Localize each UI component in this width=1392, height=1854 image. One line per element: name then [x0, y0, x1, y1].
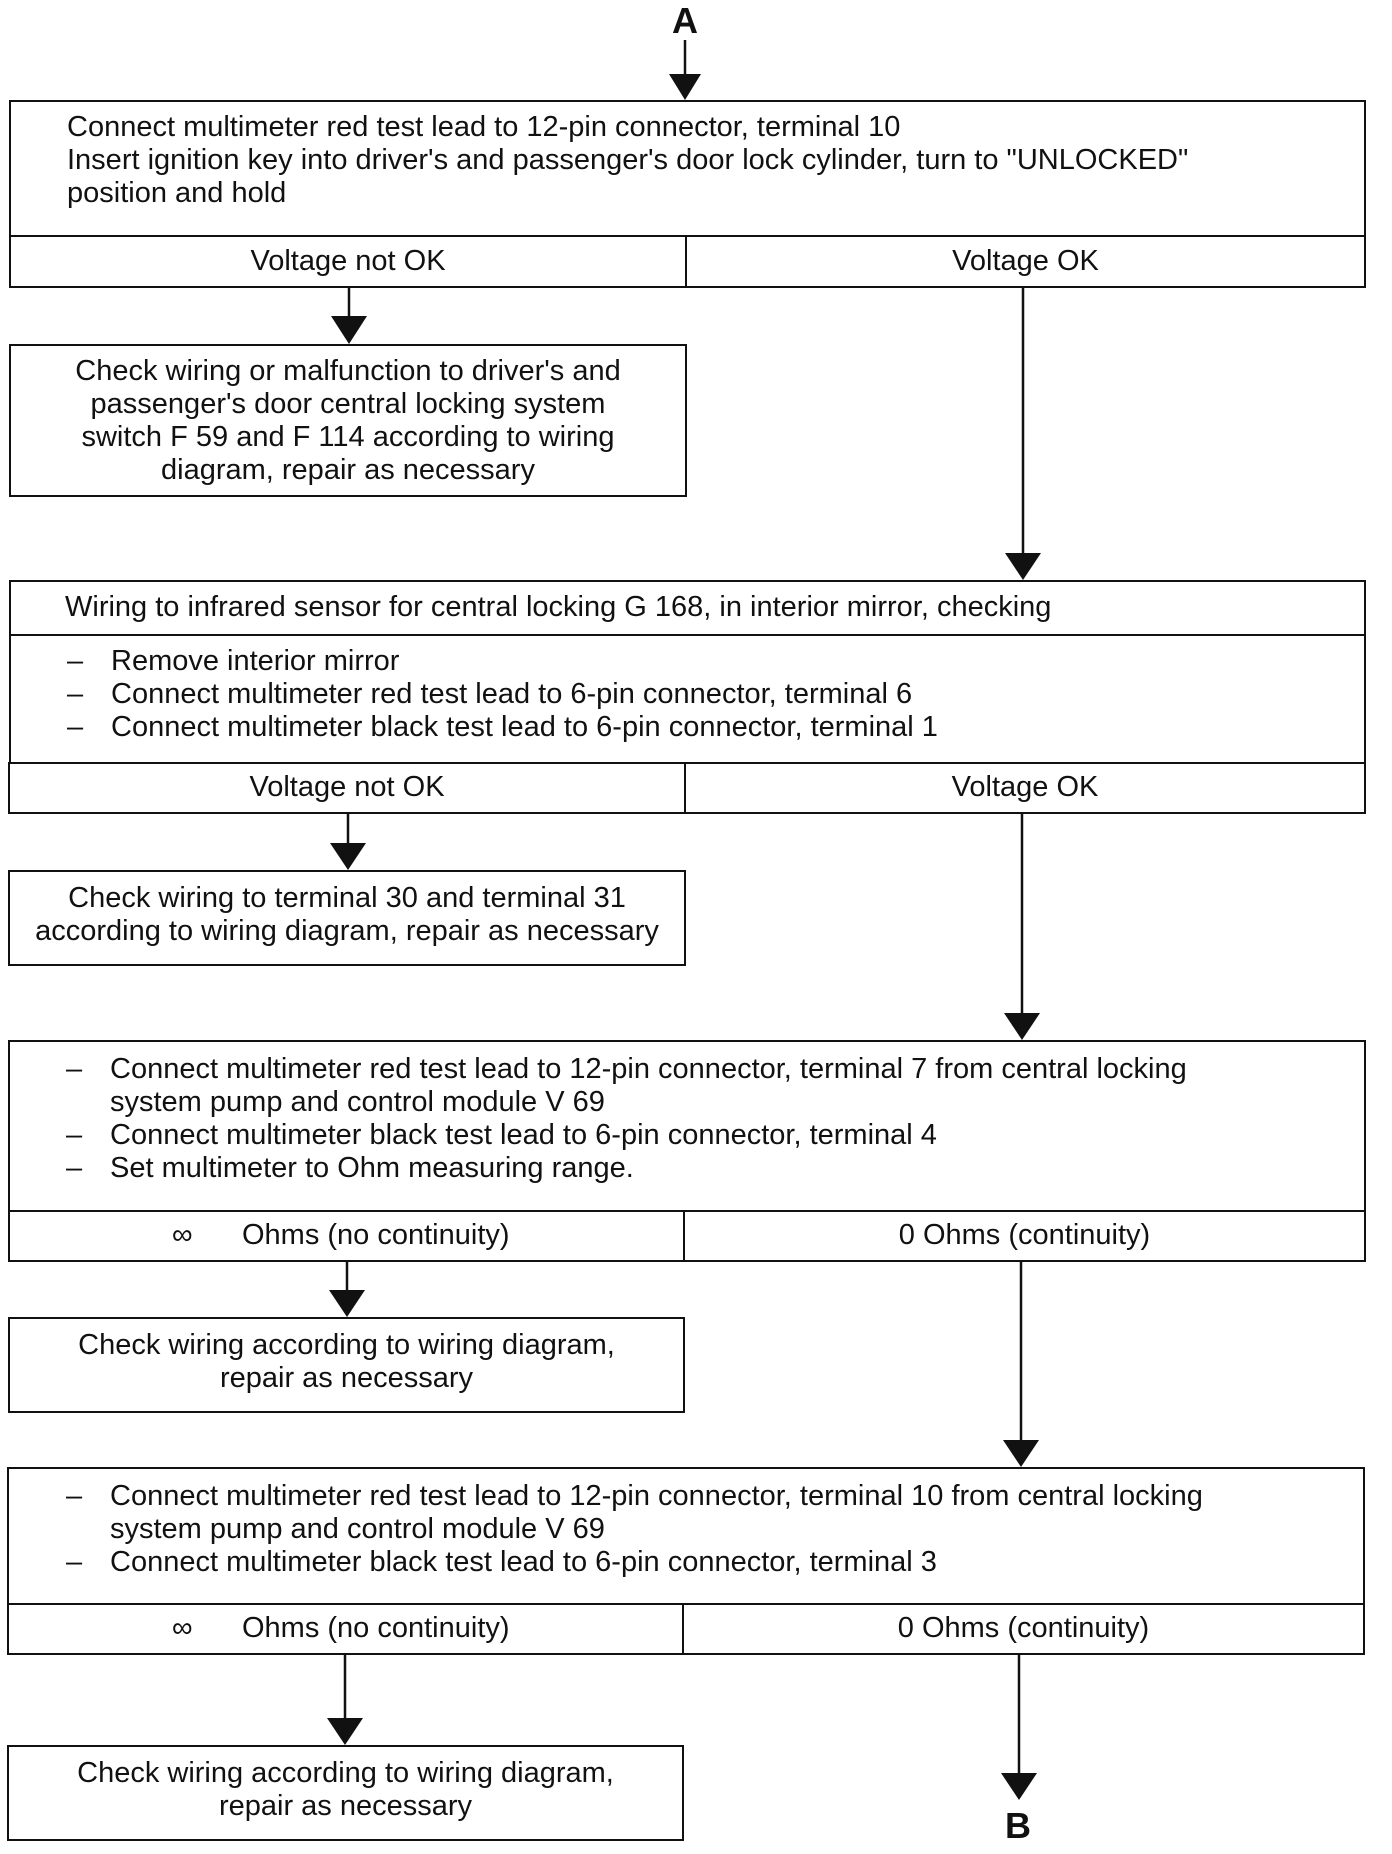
step2-item: –Connect multimeter black test lead to 6…	[67, 711, 938, 744]
dash-bullet: –	[66, 1053, 83, 1085]
step4-result-left: ∞ Ohms (no continuity)	[7, 1603, 684, 1655]
arrowhead-step4-left	[327, 1718, 363, 1745]
step2-result-right: Voltage OK	[684, 762, 1366, 814]
infinity-symbol: ∞	[172, 1219, 193, 1251]
step4-instructions: –Connect multimeter red test lead to 12-…	[66, 1480, 1203, 1579]
step3-action-text: Check wiring according to wiring diagram…	[10, 1329, 683, 1395]
step4-item-text: Connect multimeter black test lead to 6-…	[110, 1546, 937, 1578]
step3-item: –Connect multimeter red test lead to 12-…	[66, 1053, 1187, 1086]
arrowhead-a	[669, 74, 701, 100]
step4-result-right-label: 0 Ohms (continuity)	[897, 1612, 1150, 1644]
step4-item-continuation: system pump and control module V 69	[110, 1513, 605, 1545]
step4-action-box: Check wiring according to wiring diagram…	[7, 1745, 684, 1841]
step3-item-text: Connect multimeter black test lead to 6-…	[110, 1119, 937, 1151]
step4-item: –Connect multimeter black test lead to 6…	[66, 1546, 1203, 1579]
step2-item-text: Remove interior mirror	[111, 645, 400, 677]
step2-title: Wiring to infrared sensor for central lo…	[65, 591, 1052, 623]
step2-instruction-box: –Remove interior mirror –Connect multime…	[9, 634, 1366, 764]
dash-bullet: –	[66, 1480, 83, 1512]
step1-action-line: Check wiring or malfunction to driver's …	[75, 355, 621, 387]
step4-result-right: 0 Ohms (continuity)	[682, 1603, 1365, 1655]
step2-action-box: Check wiring to terminal 30 and terminal…	[8, 870, 686, 966]
step3-action-line: repair as necessary	[219, 1362, 474, 1394]
step1-result-right-label: Voltage OK	[952, 245, 1099, 277]
step3-instructions: –Connect multimeter red test lead to 12-…	[66, 1053, 1187, 1185]
connector-label-b: B	[1005, 1805, 1031, 1846]
step4-item-text: Connect multimeter red test lead to 12-p…	[110, 1480, 1203, 1512]
step1-action-line: passenger's door central locking system	[90, 388, 606, 420]
step4-item: –Connect multimeter red test lead to 12-…	[66, 1480, 1203, 1513]
arrowhead-step1-right	[1005, 553, 1041, 580]
step3-instruction-box: –Connect multimeter red test lead to 12-…	[8, 1040, 1366, 1212]
connector-label-a: A	[672, 0, 698, 41]
step2-action-line: according to wiring diagram, repair as n…	[35, 915, 659, 947]
step1-line: Insert ignition key into driver's and pa…	[67, 144, 1189, 176]
step2-item: –Connect multimeter red test lead to 6-p…	[67, 678, 938, 711]
step2-item-text: Connect multimeter red test lead to 6-pi…	[111, 678, 913, 710]
step1-result-left-label: Voltage not OK	[250, 245, 446, 277]
dash-bullet: –	[66, 1152, 83, 1184]
step1-instructions: Connect multimeter red test lead to 12-p…	[67, 111, 1188, 210]
step4-action-text: Check wiring according to wiring diagram…	[9, 1757, 682, 1823]
step2-item-text: Connect multimeter black test lead to 6-…	[111, 711, 938, 743]
step3-result-left-label: Ohms (no continuity)	[242, 1219, 510, 1251]
arrowhead-step1-left	[331, 316, 367, 344]
arrowhead-step3-right	[1003, 1440, 1039, 1467]
arrowhead-step2-right	[1004, 1013, 1040, 1040]
step1-action-line: switch F 59 and F 114 according to wirin…	[81, 421, 615, 453]
step4-result-left-label: Ohms (no continuity)	[242, 1612, 510, 1644]
step3-item-text: Connect multimeter red test lead to 12-p…	[110, 1053, 1187, 1085]
step3-action-box: Check wiring according to wiring diagram…	[8, 1317, 685, 1413]
step1-action-box: Check wiring or malfunction to driver's …	[9, 344, 687, 497]
step2-instructions: –Remove interior mirror –Connect multime…	[67, 645, 938, 744]
step1-result-left: Voltage not OK	[9, 235, 687, 288]
step2-item: –Remove interior mirror	[67, 645, 938, 678]
step3-result-right: 0 Ohms (continuity)	[683, 1210, 1366, 1262]
step3-item: –Set multimeter to Ohm measuring range.	[66, 1152, 1187, 1185]
step1-line: Connect multimeter red test lead to 12-p…	[67, 111, 901, 143]
step1-line: position and hold	[67, 177, 287, 209]
dash-bullet: –	[67, 645, 84, 677]
dash-bullet: –	[67, 678, 84, 710]
dash-bullet: –	[67, 711, 84, 743]
step3-item-continuation: system pump and control module V 69	[110, 1086, 605, 1118]
step2-action-line: Check wiring to terminal 30 and terminal…	[68, 882, 626, 914]
step1-result-right: Voltage OK	[685, 235, 1366, 288]
dash-bullet: –	[66, 1119, 83, 1151]
step2-result-left-label: Voltage not OK	[249, 771, 445, 803]
dash-bullet: –	[66, 1546, 83, 1578]
step1-action-text: Check wiring or malfunction to driver's …	[11, 355, 685, 487]
step2-action-text: Check wiring to terminal 30 and terminal…	[10, 882, 684, 948]
step3-item-text: Set multimeter to Ohm measuring range.	[110, 1152, 634, 1184]
step3-result-left: ∞ Ohms (no continuity)	[8, 1210, 685, 1262]
step2-result-right-label: Voltage OK	[951, 771, 1099, 803]
arrowhead-step3-left	[329, 1290, 365, 1317]
step4-instruction-box: –Connect multimeter red test lead to 12-…	[7, 1467, 1365, 1605]
step2-result-left: Voltage not OK	[8, 762, 686, 814]
step4-action-line: Check wiring according to wiring diagram…	[77, 1757, 614, 1789]
step4-action-line: repair as necessary	[218, 1790, 473, 1822]
step2-title-box: Wiring to infrared sensor for central lo…	[9, 580, 1366, 636]
infinity-symbol: ∞	[172, 1612, 193, 1644]
step3-result-right-label: 0 Ohms (continuity)	[898, 1219, 1151, 1251]
step3-action-line: Check wiring according to wiring diagram…	[78, 1329, 615, 1361]
step1-instruction-box: Connect multimeter red test lead to 12-p…	[9, 100, 1366, 237]
arrowhead-step2-left	[330, 843, 366, 870]
arrowhead-step4-right	[1001, 1773, 1037, 1800]
step1-action-line: diagram, repair as necessary	[161, 454, 535, 486]
step3-item: –Connect multimeter black test lead to 6…	[66, 1119, 1187, 1152]
